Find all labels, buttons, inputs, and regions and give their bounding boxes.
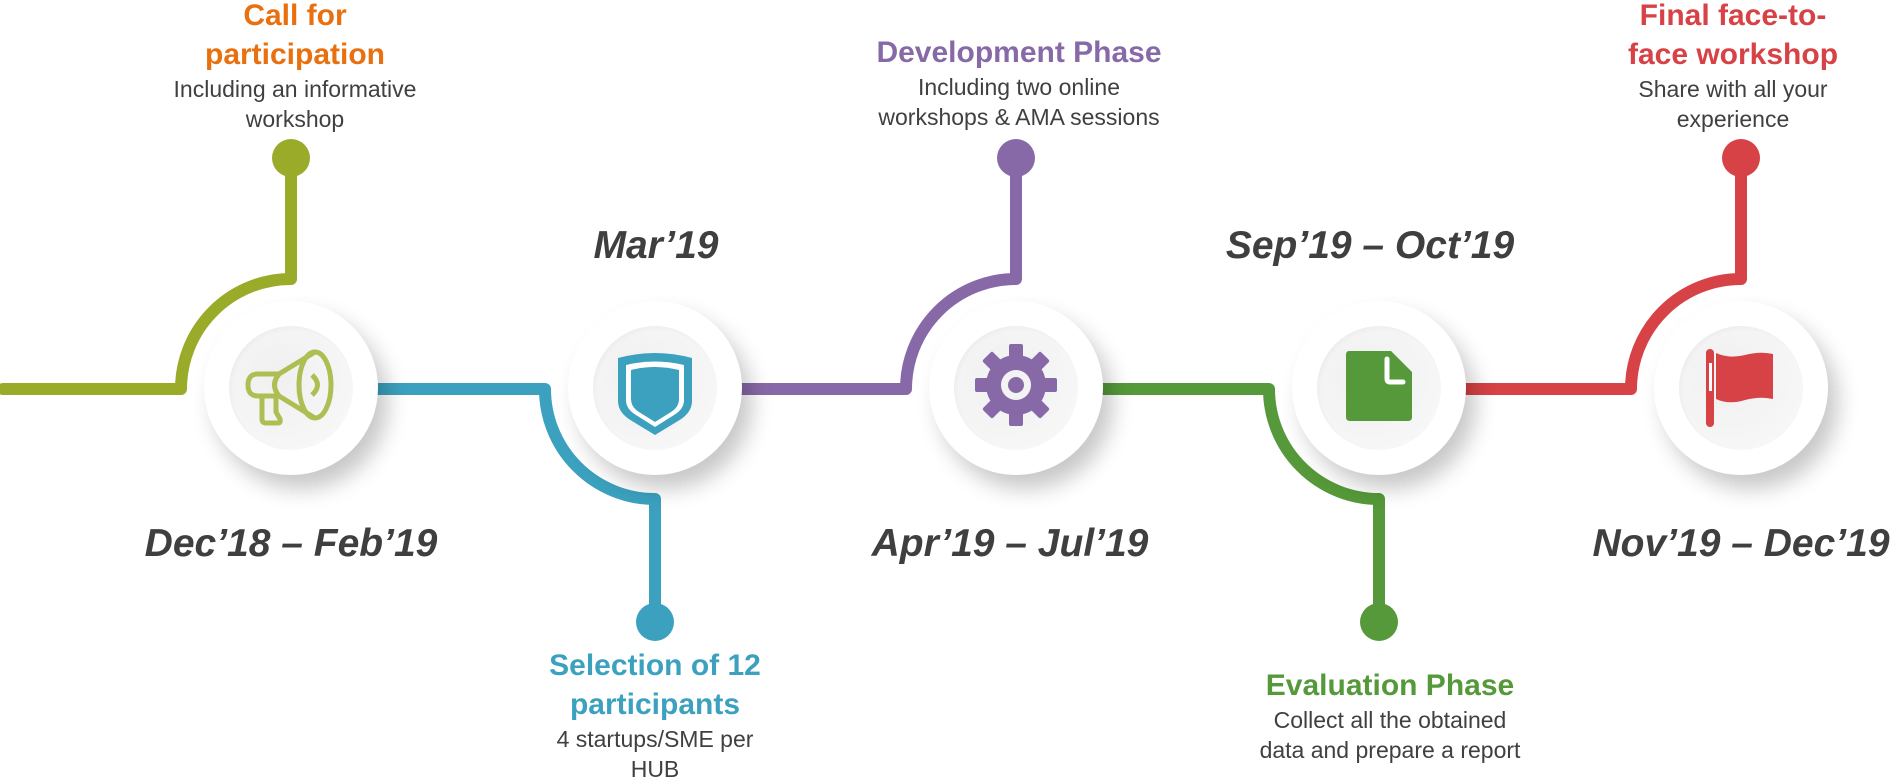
milestone-4-node xyxy=(1292,301,1466,475)
milestone-3-date: Apr’19 – Jul’19 xyxy=(871,522,1149,565)
connector-line-1 xyxy=(0,152,297,395)
milestone-4-title: Evaluation Phase xyxy=(1265,669,1515,702)
milestone-4-description: Collect all the obtained data and prepar… xyxy=(1259,707,1521,763)
milestone-1-label: Call for participation Including an info… xyxy=(174,0,417,134)
milestone-2-description: 4 startups/SME per HUB xyxy=(556,726,754,782)
connector-dot-4 xyxy=(1360,603,1398,641)
connector-dot-1 xyxy=(272,139,310,177)
connector-line-5 xyxy=(1459,152,1747,395)
milestone-5-description: Share with all your experience xyxy=(1638,76,1828,132)
connector-line-4 xyxy=(1094,383,1385,628)
milestone-1-node xyxy=(204,301,378,475)
milestone-3-description: Including two online workshops & AMA ses… xyxy=(878,74,1160,130)
milestone-4-date: Sep’19 – Oct’19 xyxy=(1225,224,1515,267)
milestone-3-label: Development Phase Including two online w… xyxy=(876,33,1161,132)
milestone-1-description: Including an informative workshop xyxy=(173,76,417,132)
milestone-5-title: Final face-to- face workshop xyxy=(1627,0,1839,71)
connector-dot-2 xyxy=(636,603,674,641)
milestone-5-date: Nov’19 – Dec’19 xyxy=(1592,522,1890,565)
milestone-1-date: Dec’18 – Feb’19 xyxy=(144,522,438,565)
milestone-5-label: Final face-to- face workshop Share with … xyxy=(1628,0,1838,134)
gear-icon xyxy=(975,344,1057,426)
flag-icon xyxy=(1706,349,1773,427)
milestone-5-node xyxy=(1654,301,1828,475)
connector-dot-5 xyxy=(1722,139,1760,177)
milestone-2-date: Mar’19 xyxy=(593,224,719,267)
document-icon xyxy=(1346,351,1412,421)
connector-line-3 xyxy=(734,152,1022,395)
milestone-3-node xyxy=(929,301,1103,475)
milestone-1-title: Call for participation xyxy=(204,0,386,71)
connector-dot-3 xyxy=(997,139,1035,177)
connector-line-2 xyxy=(369,383,661,628)
milestone-2-title: Selection of 12 participants xyxy=(549,649,761,721)
milestone-4-label: Evaluation Phase Collect all the obtaine… xyxy=(1260,666,1521,765)
shield-icon xyxy=(618,353,692,435)
megaphone-icon xyxy=(245,349,334,426)
milestone-3-title: Development Phase xyxy=(876,36,1162,69)
milestone-2-node xyxy=(568,301,742,475)
milestone-2-label: Selection of 12 participants 4 startups/… xyxy=(549,646,761,784)
